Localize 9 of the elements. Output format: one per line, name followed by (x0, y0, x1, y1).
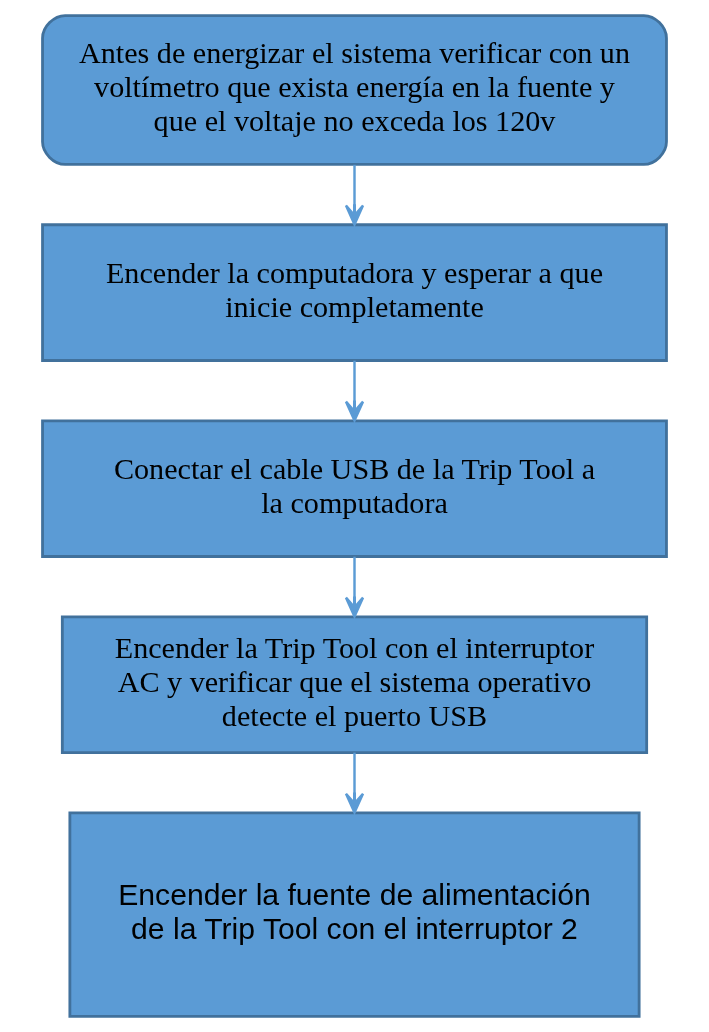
node-box: Encender la computadora y esperar a que inicie completamente (41, 223, 668, 362)
node-box: Conectar el cable USB de la Trip Tool a la computadora (41, 419, 668, 558)
arrow (344, 556, 365, 618)
arrow (344, 752, 365, 814)
arrow (344, 164, 365, 226)
node-box: Encender la Trip Tool con el interruptor AC y verificar que el sistema operativo detecte el puerto USB (60, 615, 649, 754)
arrow (344, 360, 365, 422)
node-box: Encender la fuente de alimentación de la Trip Tool con el interruptor 2 (68, 811, 641, 1018)
node-box: Antes de energizar el sistema verificar con un voltímetro que exista energía en la fuente y que el voltaje no exceda los 120v (41, 14, 668, 166)
